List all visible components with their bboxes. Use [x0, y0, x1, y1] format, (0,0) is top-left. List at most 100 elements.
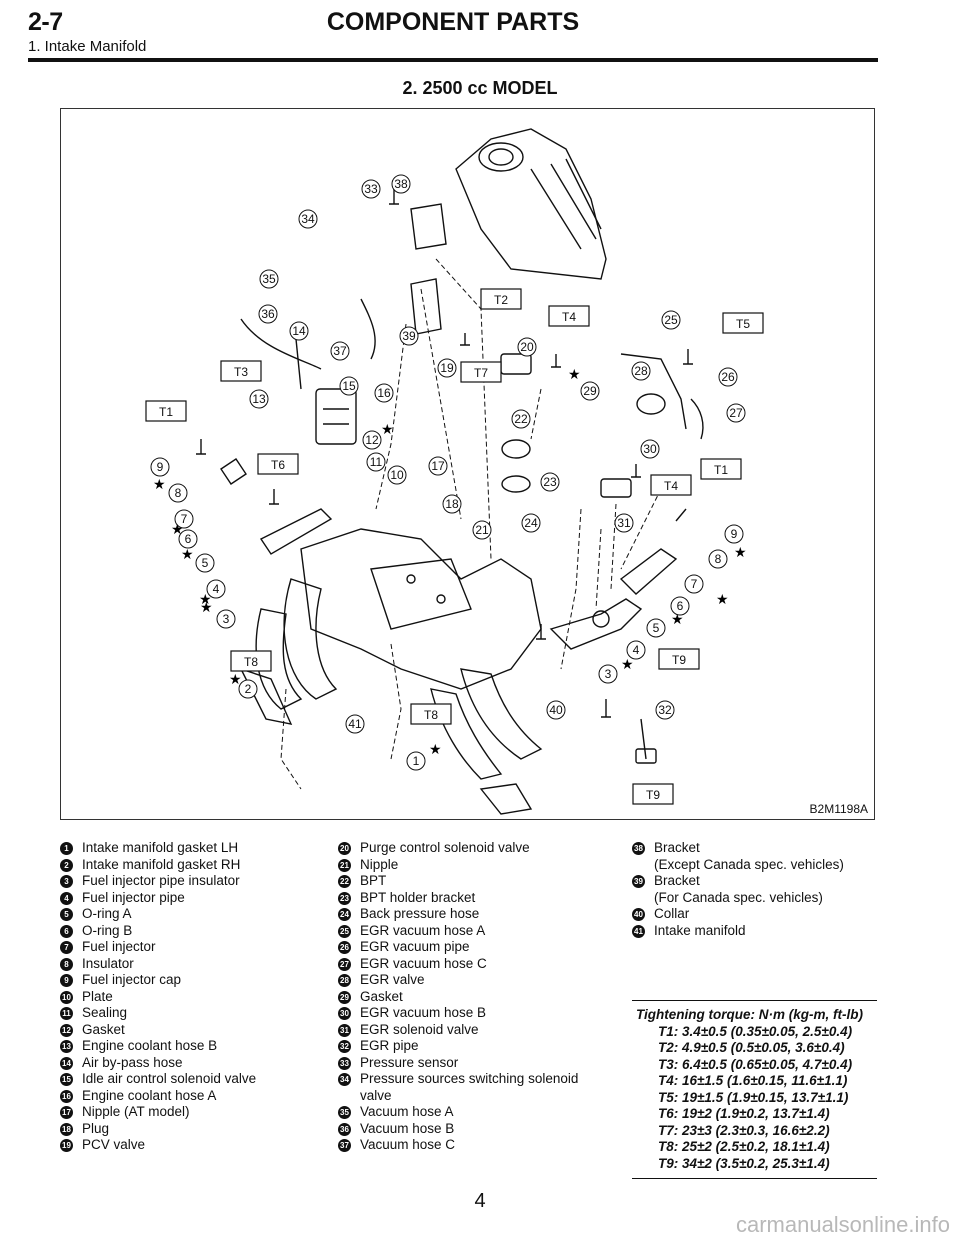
hose-routing-lines: [280, 258, 662, 790]
callout-2: 2: [238, 679, 258, 699]
star-icon: ★: [568, 367, 581, 383]
torque-tag-t6: T6: [257, 453, 299, 475]
svg-text:41: 41: [348, 717, 362, 731]
watermark: carmanualsonline.info: [735, 1212, 950, 1237]
legend-item-label: Back pressure hose: [360, 906, 480, 921]
svg-text:4: 4: [213, 582, 220, 596]
star-icon: ★: [429, 742, 442, 758]
svg-text:3: 3: [605, 667, 612, 681]
legend-item-label: EGR vacuum hose A: [360, 922, 486, 938]
svg-text:T1: T1: [159, 405, 173, 419]
svg-text:17: 17: [431, 459, 445, 473]
legend-item-label: Fuel injector pipe: [82, 889, 185, 905]
callout-number-icon: 41: [632, 924, 645, 938]
legend-item-label: Pressure sources switching solenoid: [360, 1071, 579, 1086]
callout-38: 38: [391, 174, 411, 194]
legend-item-label: Insulator: [82, 955, 134, 971]
legend-item-label: BPT holder bracket: [360, 889, 476, 905]
callout-number-icon: 40: [632, 908, 645, 921]
section-number: 2-7: [28, 8, 63, 36]
svg-text:9: 9: [731, 527, 738, 541]
legend-item: 8 Insulator: [60, 956, 310, 973]
callout-number-icon: 9: [60, 974, 73, 987]
callout-number-icon: 33: [338, 1056, 351, 1070]
tightening-torque-box: Tightening torque: N·m (kg-m, ft-lb) T1:…: [632, 1000, 877, 1179]
svg-text:14: 14: [292, 324, 306, 338]
callout-35: 35: [259, 269, 279, 289]
callout-6: 6: [178, 529, 198, 549]
svg-text:40: 40: [549, 703, 563, 717]
callout-33: 33: [361, 179, 381, 199]
callout-34: 34: [298, 209, 318, 229]
callout-37: 37: [330, 341, 350, 361]
legend-item: 40 Collar: [632, 906, 877, 923]
callout-14: 14: [289, 321, 309, 341]
torque-spec: T5: 19±1.5 (1.9±0.15, 13.7±1.1): [658, 1089, 849, 1105]
callout-number-icon: 34: [338, 1073, 351, 1086]
callout-12: 12: [362, 430, 382, 450]
callout-number-icon: 6: [60, 924, 73, 938]
callout-number-icon: 39: [632, 875, 645, 888]
svg-text:T1: T1: [714, 463, 728, 477]
svg-text:4: 4: [633, 643, 640, 657]
torque-tag-t9: T9: [658, 648, 700, 670]
legend-item-continued: (For Canada spec. vehicles): [654, 889, 823, 905]
svg-text:18: 18: [445, 497, 459, 511]
legend-item-label: O-ring B: [82, 922, 133, 938]
svg-text:25: 25: [664, 313, 678, 327]
diagram-title: 2. 2500 cc MODEL: [402, 78, 558, 98]
legend-item-label: Intake manifold gasket LH: [82, 840, 239, 855]
svg-text:27: 27: [729, 406, 743, 420]
svg-text:24: 24: [524, 516, 538, 530]
callout-40: 40: [546, 700, 566, 720]
callout-39: 39: [399, 326, 419, 346]
manifold-line-art: [196, 128, 704, 815]
subsection-title: 1. Intake Manifold: [28, 38, 147, 55]
torque-tag-t4: T4: [650, 474, 692, 496]
callout-8: 8: [708, 549, 728, 569]
legend-item-label: Fuel injector cap: [82, 972, 182, 987]
callout-19: 19: [437, 358, 457, 378]
callout-17: 17: [428, 456, 448, 476]
svg-text:39: 39: [402, 329, 416, 343]
section-title: COMPONENT PARTS: [326, 8, 580, 36]
callout-9: 9: [150, 457, 170, 477]
star-icon: ★: [671, 612, 684, 628]
svg-text:37: 37: [333, 344, 347, 358]
legend-item-label: Engine coolant hose A: [82, 1087, 217, 1103]
svg-text:2: 2: [245, 682, 252, 696]
torque-list: T1: 3.4±0.5 (0.35±0.05, 2.5±0.4)T2: 4.9±…: [632, 1024, 877, 1173]
callout-number-icon: 20: [338, 842, 351, 855]
torque-tag-t4: T4: [548, 305, 590, 327]
svg-text:20: 20: [520, 340, 534, 354]
legend-item-label: Engine coolant hose B: [82, 1038, 218, 1053]
callout-number-icon: 8: [60, 957, 73, 971]
legend-item-label: Collar: [654, 906, 690, 921]
star-icon: ★: [381, 422, 394, 438]
callout-number-icon: 13: [60, 1040, 73, 1053]
callout-18: 18: [442, 494, 462, 514]
svg-text:26: 26: [721, 370, 735, 384]
callout-number-icon: 12: [60, 1023, 73, 1037]
svg-text:28: 28: [634, 364, 648, 378]
torque-spec: T8: 25±2 (2.5±0.2, 18.1±1.4): [658, 1139, 830, 1154]
legend-item: 13 Engine coolant hose B: [60, 1038, 310, 1055]
callout-number-icon: 28: [338, 974, 351, 987]
legend-item-label: Nipple (AT model): [82, 1104, 190, 1119]
svg-text:T2: T2: [494, 293, 508, 307]
svg-text:30: 30: [643, 442, 657, 456]
callout-4: 4: [206, 579, 226, 599]
callout-number-icon: 31: [338, 1023, 351, 1037]
svg-text:5: 5: [653, 621, 660, 635]
